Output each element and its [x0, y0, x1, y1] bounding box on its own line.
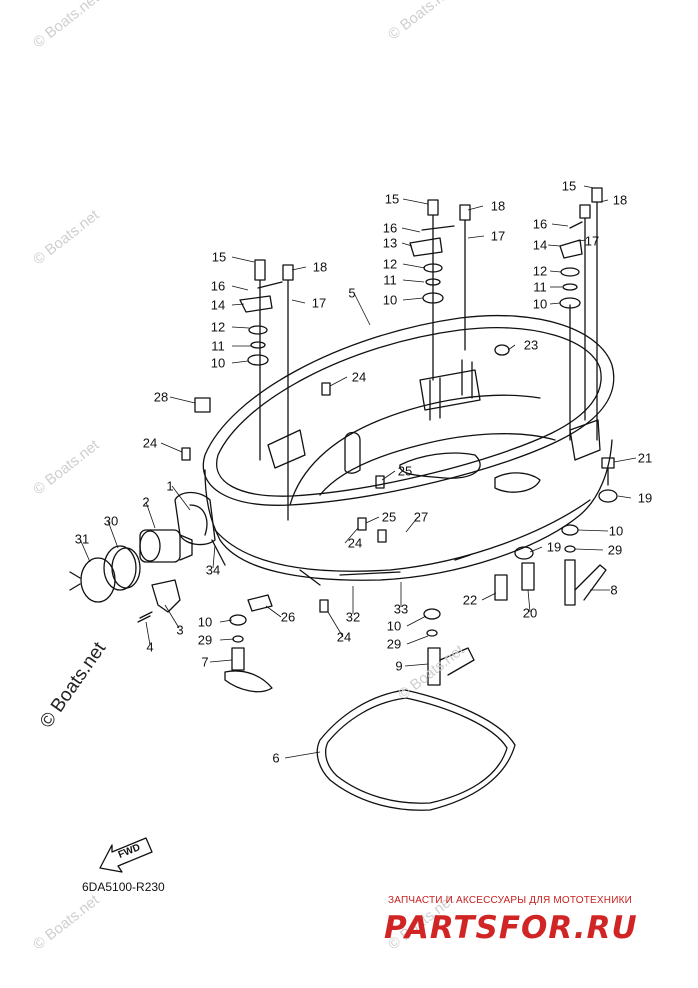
callout-16: 16 — [210, 278, 226, 294]
cowling-lower-edge — [214, 499, 591, 572]
callout-12: 12 — [210, 319, 226, 335]
callout-24: 24 — [347, 535, 363, 551]
callout-1: 1 — [166, 478, 174, 494]
callout-7: 7 — [201, 654, 209, 670]
brand-tagline: ЗАПЧАСТИ И АКСЕССУАРЫ ДЛЯ МОТОТЕХНИКИ — [388, 895, 633, 906]
callout-15: 15 — [384, 191, 400, 207]
gasket-outer — [316, 689, 516, 811]
callout-11: 11 — [533, 279, 547, 295]
callout-23: 23 — [523, 337, 539, 353]
callout-8: 8 — [610, 582, 618, 598]
callout-24: 24 — [336, 629, 352, 645]
callout-29: 29 — [386, 636, 402, 652]
cowling-inner-wall — [289, 394, 541, 506]
cowling-body — [204, 439, 613, 581]
callout-15: 15 — [561, 178, 577, 194]
callout-17: 17 — [311, 295, 327, 311]
callout-9: 9 — [395, 658, 403, 674]
callout-18: 18 — [312, 259, 328, 275]
callout-10: 10 — [608, 523, 624, 539]
callout-21: 21 — [637, 450, 653, 466]
callout-2: 2 — [142, 494, 150, 510]
callout-29: 29 — [197, 632, 213, 648]
callout-33: 33 — [393, 601, 409, 617]
callout-22: 22 — [462, 592, 478, 608]
gasket-inner — [325, 697, 508, 804]
diagram-code: 6DA5100-R230 — [82, 880, 165, 894]
callout-11: 11 — [211, 338, 225, 354]
callout-3: 3 — [176, 622, 184, 638]
callout-10: 10 — [532, 296, 548, 312]
callout-24: 24 — [351, 369, 367, 385]
brand-logo: PARTSFOR.RU — [384, 910, 638, 946]
callout-19: 19 — [546, 539, 562, 555]
callout-16: 16 — [382, 220, 398, 236]
callout-17: 17 — [490, 228, 506, 244]
callout-10: 10 — [386, 618, 402, 634]
callout-17: 17 — [584, 233, 600, 249]
callout-24: 24 — [142, 435, 158, 451]
callout-30: 30 — [103, 513, 119, 529]
callout-4: 4 — [146, 639, 154, 655]
callout-18: 18 — [490, 198, 506, 214]
callout-28: 28 — [153, 389, 169, 405]
fwd-arrow — [99, 837, 153, 873]
callout-6: 6 — [272, 750, 280, 766]
callout-12: 12 — [382, 256, 398, 272]
callout-18: 18 — [612, 192, 628, 208]
callout-20: 20 — [522, 605, 538, 621]
callout-11: 11 — [383, 272, 397, 288]
callout-15: 15 — [211, 249, 227, 265]
callout-10: 10 — [382, 292, 398, 308]
callout-32: 32 — [345, 609, 361, 625]
callout-31: 31 — [74, 531, 90, 547]
callout-26: 26 — [280, 609, 296, 625]
callout-27: 27 — [413, 509, 429, 525]
callout-14: 14 — [532, 237, 548, 253]
callout-16: 16 — [532, 216, 548, 232]
callout-13: 13 — [382, 235, 398, 251]
callout-14: 14 — [210, 297, 226, 313]
callout-25: 25 — [397, 463, 413, 479]
callout-25: 25 — [381, 509, 397, 525]
callout-19: 19 — [637, 490, 653, 506]
callout-10: 10 — [197, 614, 213, 630]
callout-29: 29 — [607, 542, 623, 558]
callout-12: 12 — [532, 263, 548, 279]
callout-34: 34 — [205, 562, 221, 578]
callout-5: 5 — [348, 285, 356, 301]
callout-10: 10 — [210, 355, 226, 371]
